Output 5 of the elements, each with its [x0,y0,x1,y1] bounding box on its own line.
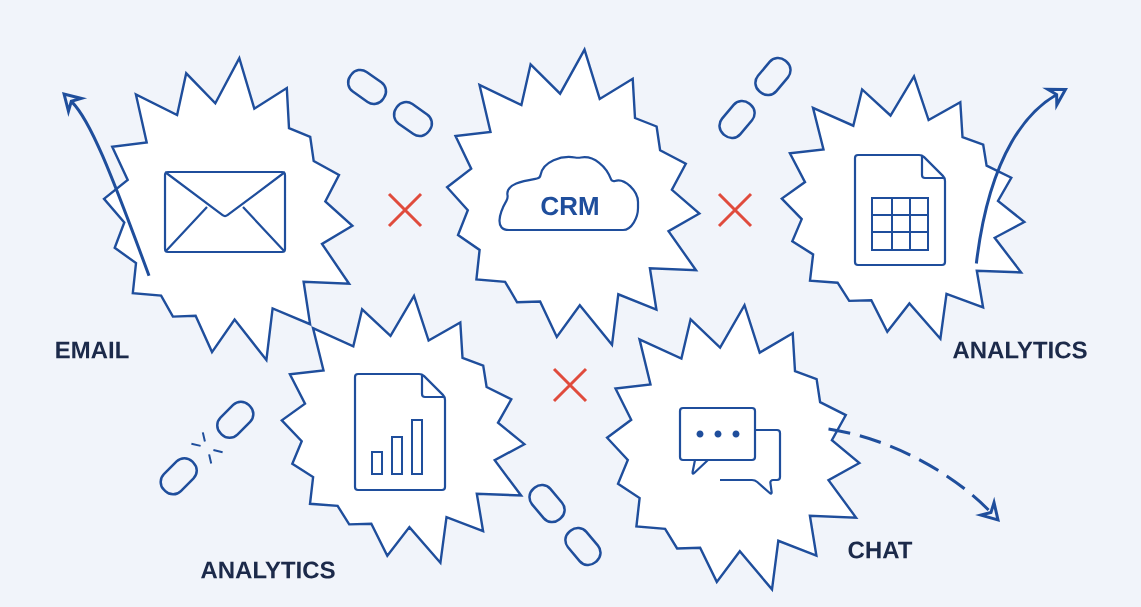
arrow [62,92,151,277]
caption-label: CHAT [848,541,913,559]
caption-label: ANALYTICS [201,561,335,579]
caption-label: EMAIL [56,341,129,359]
caption-label: ANALYTICS [953,341,1087,359]
